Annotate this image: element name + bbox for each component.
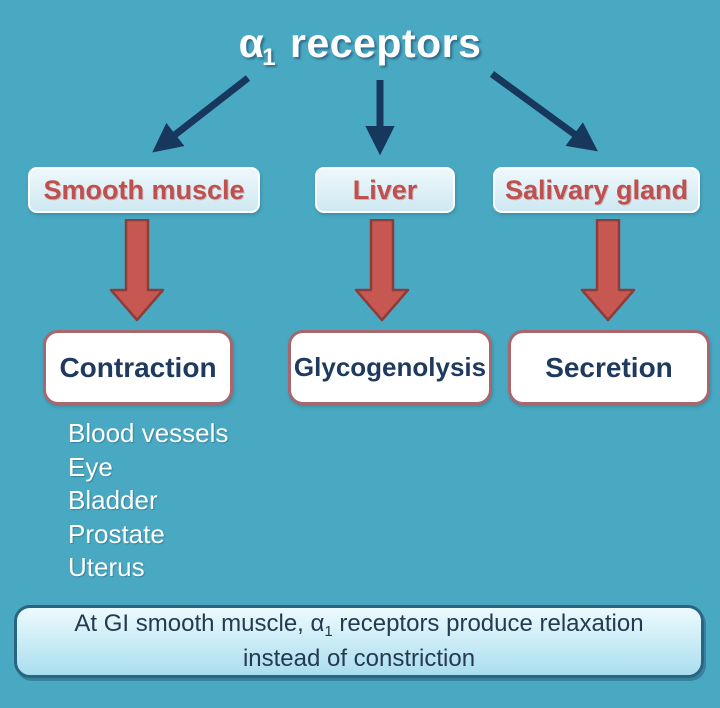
effect-box-glycogenolysis: Glycogenolysis (288, 330, 492, 405)
site-item: Blood vessels (68, 418, 229, 448)
title-alpha: α (238, 20, 265, 66)
gi-note-box: At GI smooth muscle, α1 receptors produc… (14, 605, 704, 678)
red-arrow-smooth-muscle (109, 219, 165, 322)
title-rest: receptors (278, 20, 482, 66)
tissue-label: Liver (352, 174, 418, 205)
effect-box-secretion: Secretion (508, 330, 710, 405)
effect-label: Secretion (545, 351, 673, 383)
red-arrow-salivary-gland (580, 219, 636, 322)
note-subscript: 1 (324, 623, 333, 640)
note-part1: At GI smooth muscle, α (74, 610, 325, 637)
effect-box-contraction: Contraction (43, 330, 233, 405)
site-item: Uterus (68, 552, 145, 582)
connector-arrows (152, 71, 598, 156)
tissue-box-salivary-gland: Salivary gland (493, 167, 700, 213)
arrow-to-salivary-gland (489, 71, 598, 152)
site-item: Eye (68, 451, 113, 482)
smooth-muscle-sites-list: Blood vessels Eye Bladder Prostate Uteru… (68, 417, 228, 585)
effect-label: Contraction (59, 351, 217, 383)
tissue-label: Salivary gland (504, 174, 689, 205)
tissue-box-liver: Liver (315, 167, 455, 213)
red-arrow-liver (354, 219, 410, 322)
note-line-2: instead of constriction (242, 645, 476, 672)
note-line-1: At GI smooth muscle, α1 receptors produc… (74, 608, 643, 643)
arrow-to-smooth-muscle (152, 75, 251, 153)
site-item: Prostate (68, 518, 165, 549)
effect-label: Glycogenolysis (293, 352, 487, 382)
diagram-title: α1 receptors (0, 20, 720, 71)
tissue-box-smooth-muscle: Smooth muscle (28, 167, 260, 213)
title-subscript: 1 (262, 44, 277, 71)
tissue-label: Smooth muscle (43, 174, 245, 205)
note-part2: receptors produce relaxation (332, 610, 644, 637)
site-item: Bladder (68, 485, 158, 515)
